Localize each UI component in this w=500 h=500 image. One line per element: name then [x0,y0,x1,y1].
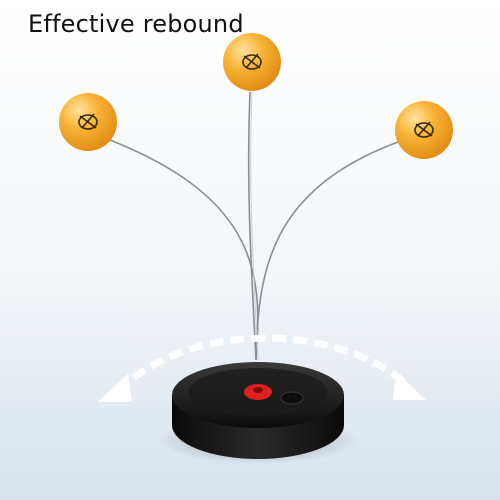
ball-top [223,33,281,91]
weighted-base [172,362,344,459]
rod-right [255,141,399,361]
ping-pong-logo-icon [78,113,98,130]
ball-left [59,93,117,151]
headline: Effective rebound [28,10,244,38]
ping-pong-logo-icon [414,121,434,138]
ping-pong-logo-icon [242,53,262,70]
rod-center [247,91,257,361]
flexible-rods [109,91,399,361]
rod-center-shadow [250,91,259,361]
base-fill-cap [280,391,304,405]
double-headed-curved-arrow-icon [98,334,426,402]
ball-right [395,101,453,159]
